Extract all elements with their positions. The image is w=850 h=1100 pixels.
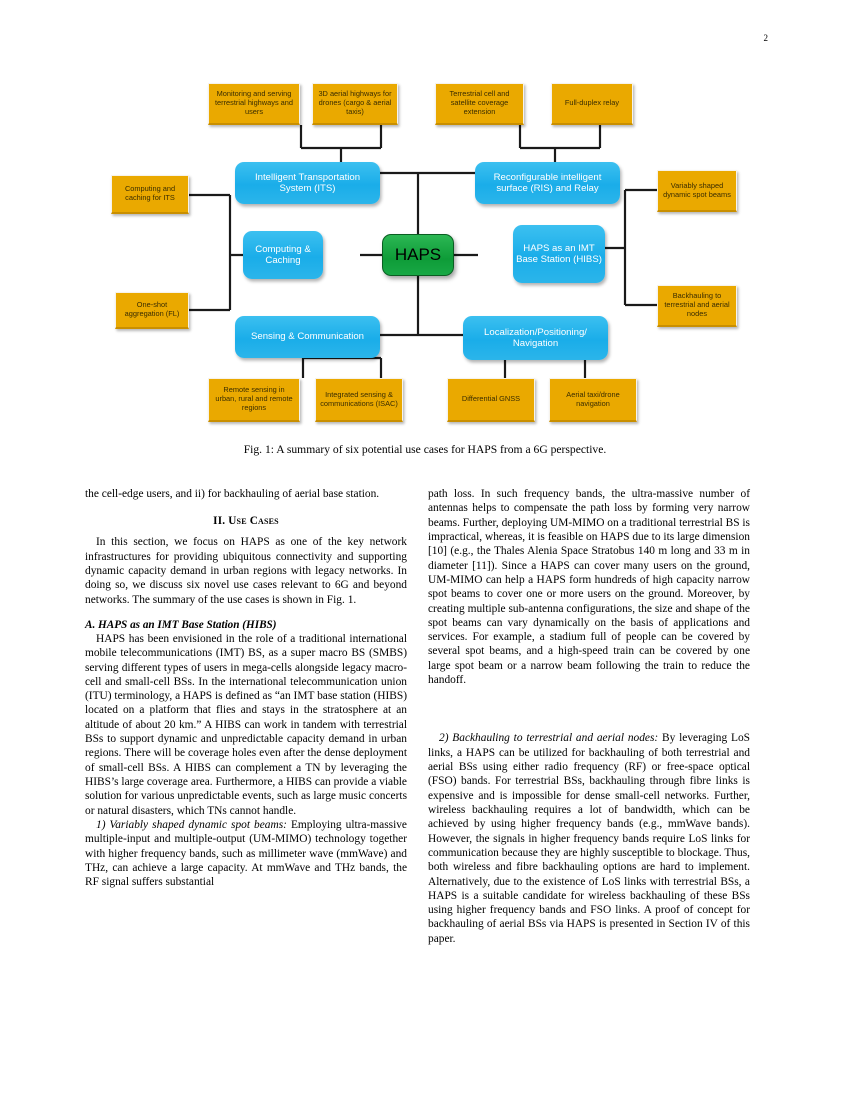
paragraph-backhauling-body: By leveraging LoS links, a HAPS can be u… [428,732,750,945]
section-heading-use-cases: II. Use Cases [213,515,279,528]
column-spacer [428,687,750,731]
leaf-node-backhauling-terrestrial-aerial: Backhauling to terrestrial and aerial no… [657,285,737,327]
subsection-heading-hibs: A. HAPS as an IMT Base Station (HIBS) [85,618,277,631]
right-text-column: path loss. In such frequency bands, the … [428,487,750,946]
core-node-haps: HAPS [382,234,454,276]
branch-node-hibs: HAPS as an IMT Base Station (HIBS) [513,225,605,283]
paragraph-variably-shaped-spot-beams: 1) Variably shaped dynamic spot beams: E… [85,818,407,890]
paragraph-backhauling: 2) Backhauling to terrestrial and aerial… [428,731,750,946]
leaf-node-remote-sensing: Remote sensing in urban, rural and remot… [208,378,300,422]
leaf-node-terrestrial-satellite-coverage: Terrestrial cell and satellite coverage … [435,83,524,125]
leaf-node-differential-gnss: Differential GNSS [447,378,535,422]
paragraph-hibs: HAPS has been envisioned in the role of … [85,632,407,817]
figure-haps-use-cases: Monitoring and serving terrestrial highw… [85,70,765,430]
branch-node-ris-relay: Reconfigurable intelligent surface (RIS)… [475,162,620,204]
page-number: 2 [763,33,769,43]
branch-node-its: Intelligent Transportation System (ITS) [235,162,380,204]
branch-node-computing-caching: Computing & Caching [243,231,323,279]
branch-node-sensing-communication: Sensing & Communication [235,316,380,358]
paragraph-continued: the cell-edge users, and ii) for backhau… [85,488,380,500]
paragraph-spot-beams-continued: path loss. In such frequency bands, the … [428,488,750,687]
leaf-node-variably-shaped-spot-beams: Variably shaped dynamic spot beams [657,170,737,212]
left-text-column: the cell-edge users, and ii) for backhau… [85,487,407,890]
run-in-heading-backhauling: 2) Backhauling to terrestrial and aerial… [439,732,659,745]
leaf-node-one-shot-aggregation: One-shot aggregation (FL) [115,292,189,329]
paragraph-spot-beams-body: Employing ultra-massive multiple-input a… [85,818,407,889]
leaf-node-integrated-sensing-isac: Integrated sensing & communications (ISA… [315,378,403,422]
leaf-node-aerial-taxi-navigation: Aerial taxi/drone navigation [549,378,637,422]
leaf-node-monitoring-highways: Monitoring and serving terrestrial highw… [208,83,300,125]
leaf-node-computing-caching-its: Computing and caching for ITS [111,175,189,214]
run-in-heading-spot-beams: 1) Variably shaped dynamic spot beams: [96,818,287,831]
branch-node-localization-navigation: Localization/Positioning/ Navigation [463,316,608,360]
leaf-node-3d-aerial-highways: 3D aerial highways for drones (cargo & a… [312,83,398,125]
figure-caption: Fig. 1: A summary of six potential use c… [243,443,607,456]
paragraph-use-cases-intro: In this section, we focus on HAPS as one… [85,536,407,606]
leaf-node-full-duplex-relay: Full-duplex relay [551,83,633,125]
